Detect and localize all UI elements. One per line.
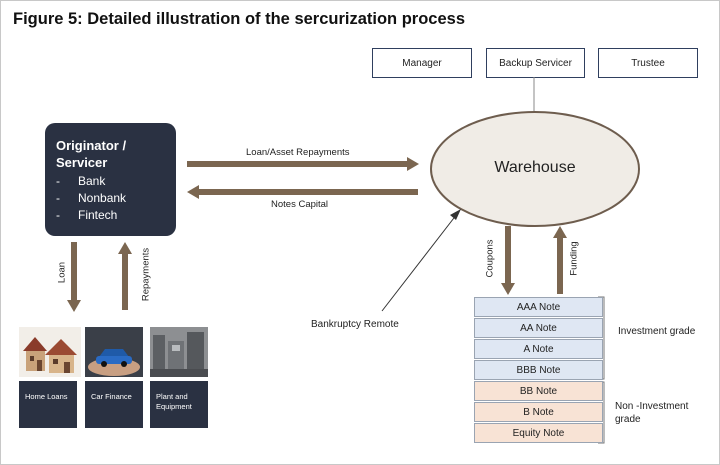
originator-item-nonbank: Nonbank [78,191,127,205]
home-loans-caption: Home Loans [19,381,77,428]
originator-item-bank: Bank [78,174,106,188]
coupons-arrowhead [501,283,515,295]
originator-title-line2: Servicer [56,155,108,170]
trustee-box: Trustee [598,48,698,78]
bankruptcy-remote-label: Bankruptcy Remote [311,319,399,330]
loan-repayments-label: Loan/Asset Repayments [246,147,350,158]
tranche-aa: AA Note [474,318,603,338]
loan-arrowhead [67,300,81,312]
factory-machinery-icon [150,327,208,377]
non-investment-grade-label-line2: grade [615,414,641,425]
tranche-bb: BB Note [474,381,603,401]
originator-title-line1: Originator / [56,138,127,153]
tranche-bbb: BBB Note [474,360,603,380]
originator-list: -Bank -Nonbank -Fintech [56,173,176,224]
investment-grade-label: Investment grade [618,326,696,337]
non-investment-grade-label-line1: Non -Investment [615,401,689,412]
car-finance-caption: Car Finance [85,381,143,428]
car-finance-image [85,327,143,377]
tranche-aaa: AAA Note [474,297,603,317]
manager-box: Manager [372,48,472,78]
funding-arrowhead [553,226,567,238]
tranche-b: B Note [474,402,603,422]
originator-item: -Bank [56,174,106,188]
tranche-equity: Equity Note [474,423,603,443]
plant-equipment-image [150,327,208,377]
notes-capital-arrowhead [187,185,199,199]
car-in-hands-icon [85,327,143,377]
warehouse-ellipse [430,111,640,227]
bankruptcy-remote-arrowhead [450,209,461,220]
figure-title: Figure 5: Detailed illustration of the s… [13,10,466,28]
originator-item: -Fintech [56,208,118,222]
funding-label: Funding [568,241,580,276]
warehouse-label: Warehouse [494,159,576,176]
houses-icon [19,327,81,377]
repayments-arrowhead [118,242,132,254]
notes-capital-label: Notes Capital [271,199,329,210]
backup-servicer-box: Backup Servicer [486,48,585,78]
home-loans-image [19,327,81,377]
tranche-a: A Note [474,339,603,359]
originator-item: -Nonbank [56,191,127,205]
originator-item-fintech: Fintech [78,208,118,222]
loan-repayments-arrowhead [407,157,419,171]
originator-servicer-box: Originator / Servicer -Bank -Nonbank -Fi… [45,123,176,236]
plant-equipment-caption: Plant and Equipment [150,381,208,428]
repayments-label: Repayments [140,247,152,302]
bankruptcy-remote-arrow [381,213,458,312]
loan-label: Loan [56,261,68,284]
coupons-label: Coupons [484,239,496,278]
